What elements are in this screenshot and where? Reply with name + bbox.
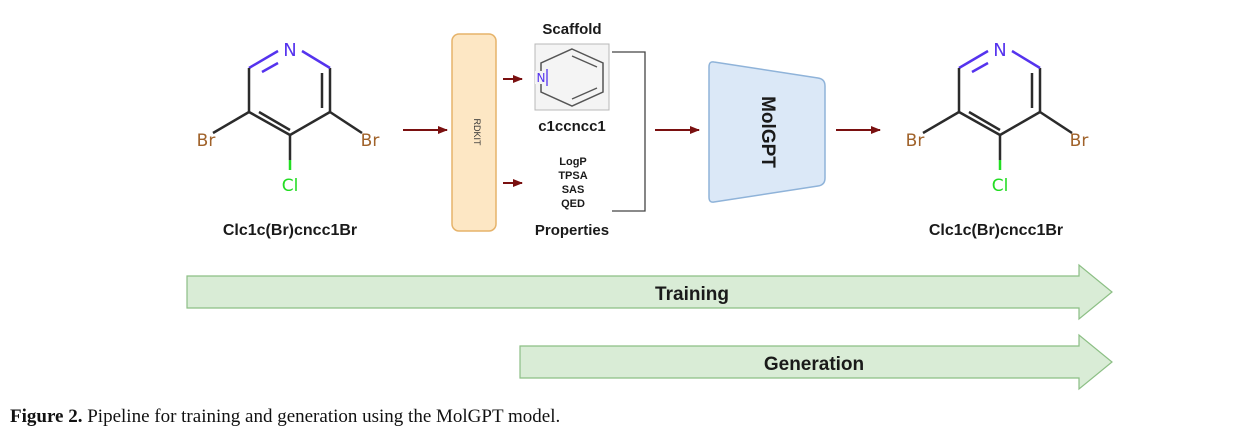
pipeline-diagram: N Br Br Cl Clc1c(Br)cncc1Br RDKIT Scaffo… bbox=[186, 21, 1113, 391]
output-bromine-atom-label-right: Br bbox=[1070, 131, 1089, 151]
property-logp: LogP bbox=[559, 156, 587, 168]
conditioning-bracket bbox=[612, 51, 646, 212]
properties-title: Properties bbox=[535, 222, 609, 239]
scaffold-nitrogen-label: N bbox=[537, 71, 546, 85]
scaffold-title: Scaffold bbox=[542, 21, 601, 38]
scaffold-molecule: N bbox=[534, 43, 610, 111]
training-label: Training bbox=[655, 284, 729, 305]
property-qed: QED bbox=[561, 198, 585, 210]
rdkit-box bbox=[451, 33, 497, 232]
nitrogen-atom-label: N bbox=[283, 40, 296, 61]
property-sas: SAS bbox=[562, 184, 585, 196]
figure-caption: Figure 2. Pipeline for training and gene… bbox=[10, 406, 560, 428]
scaffold-smiles: c1ccncc1 bbox=[538, 118, 606, 135]
output-smiles-label: Clc1c(Br)cncc1Br bbox=[929, 222, 1063, 239]
output-nitrogen-atom-label: N bbox=[993, 40, 1006, 61]
bromine-atom-label-right: Br bbox=[361, 131, 380, 151]
output-chlorine-atom-label: Cl bbox=[992, 176, 1009, 196]
property-tpsa: TPSA bbox=[558, 170, 587, 182]
input-smiles-label: Clc1c(Br)cncc1Br bbox=[223, 222, 357, 239]
output-molecule: N Br Br Cl bbox=[906, 40, 1089, 196]
chlorine-atom-label: Cl bbox=[282, 176, 299, 196]
caption-label: Figure 2. bbox=[10, 406, 83, 427]
generation-arrow bbox=[519, 333, 1113, 391]
molgpt-label: MolGPT bbox=[757, 96, 778, 168]
molgpt-model-box bbox=[708, 61, 826, 203]
generation-label: Generation bbox=[764, 354, 864, 375]
rdkit-label: RDKIT bbox=[472, 119, 482, 147]
training-arrow bbox=[186, 263, 1113, 321]
caption-text: Pipeline for training and generation usi… bbox=[87, 406, 561, 427]
bromine-atom-label-left: Br bbox=[197, 131, 216, 151]
properties-list: LogP TPSA SAS QED bbox=[558, 156, 587, 210]
output-bromine-atom-label-left: Br bbox=[906, 131, 925, 151]
input-molecule: N Br Br Cl bbox=[197, 40, 380, 196]
